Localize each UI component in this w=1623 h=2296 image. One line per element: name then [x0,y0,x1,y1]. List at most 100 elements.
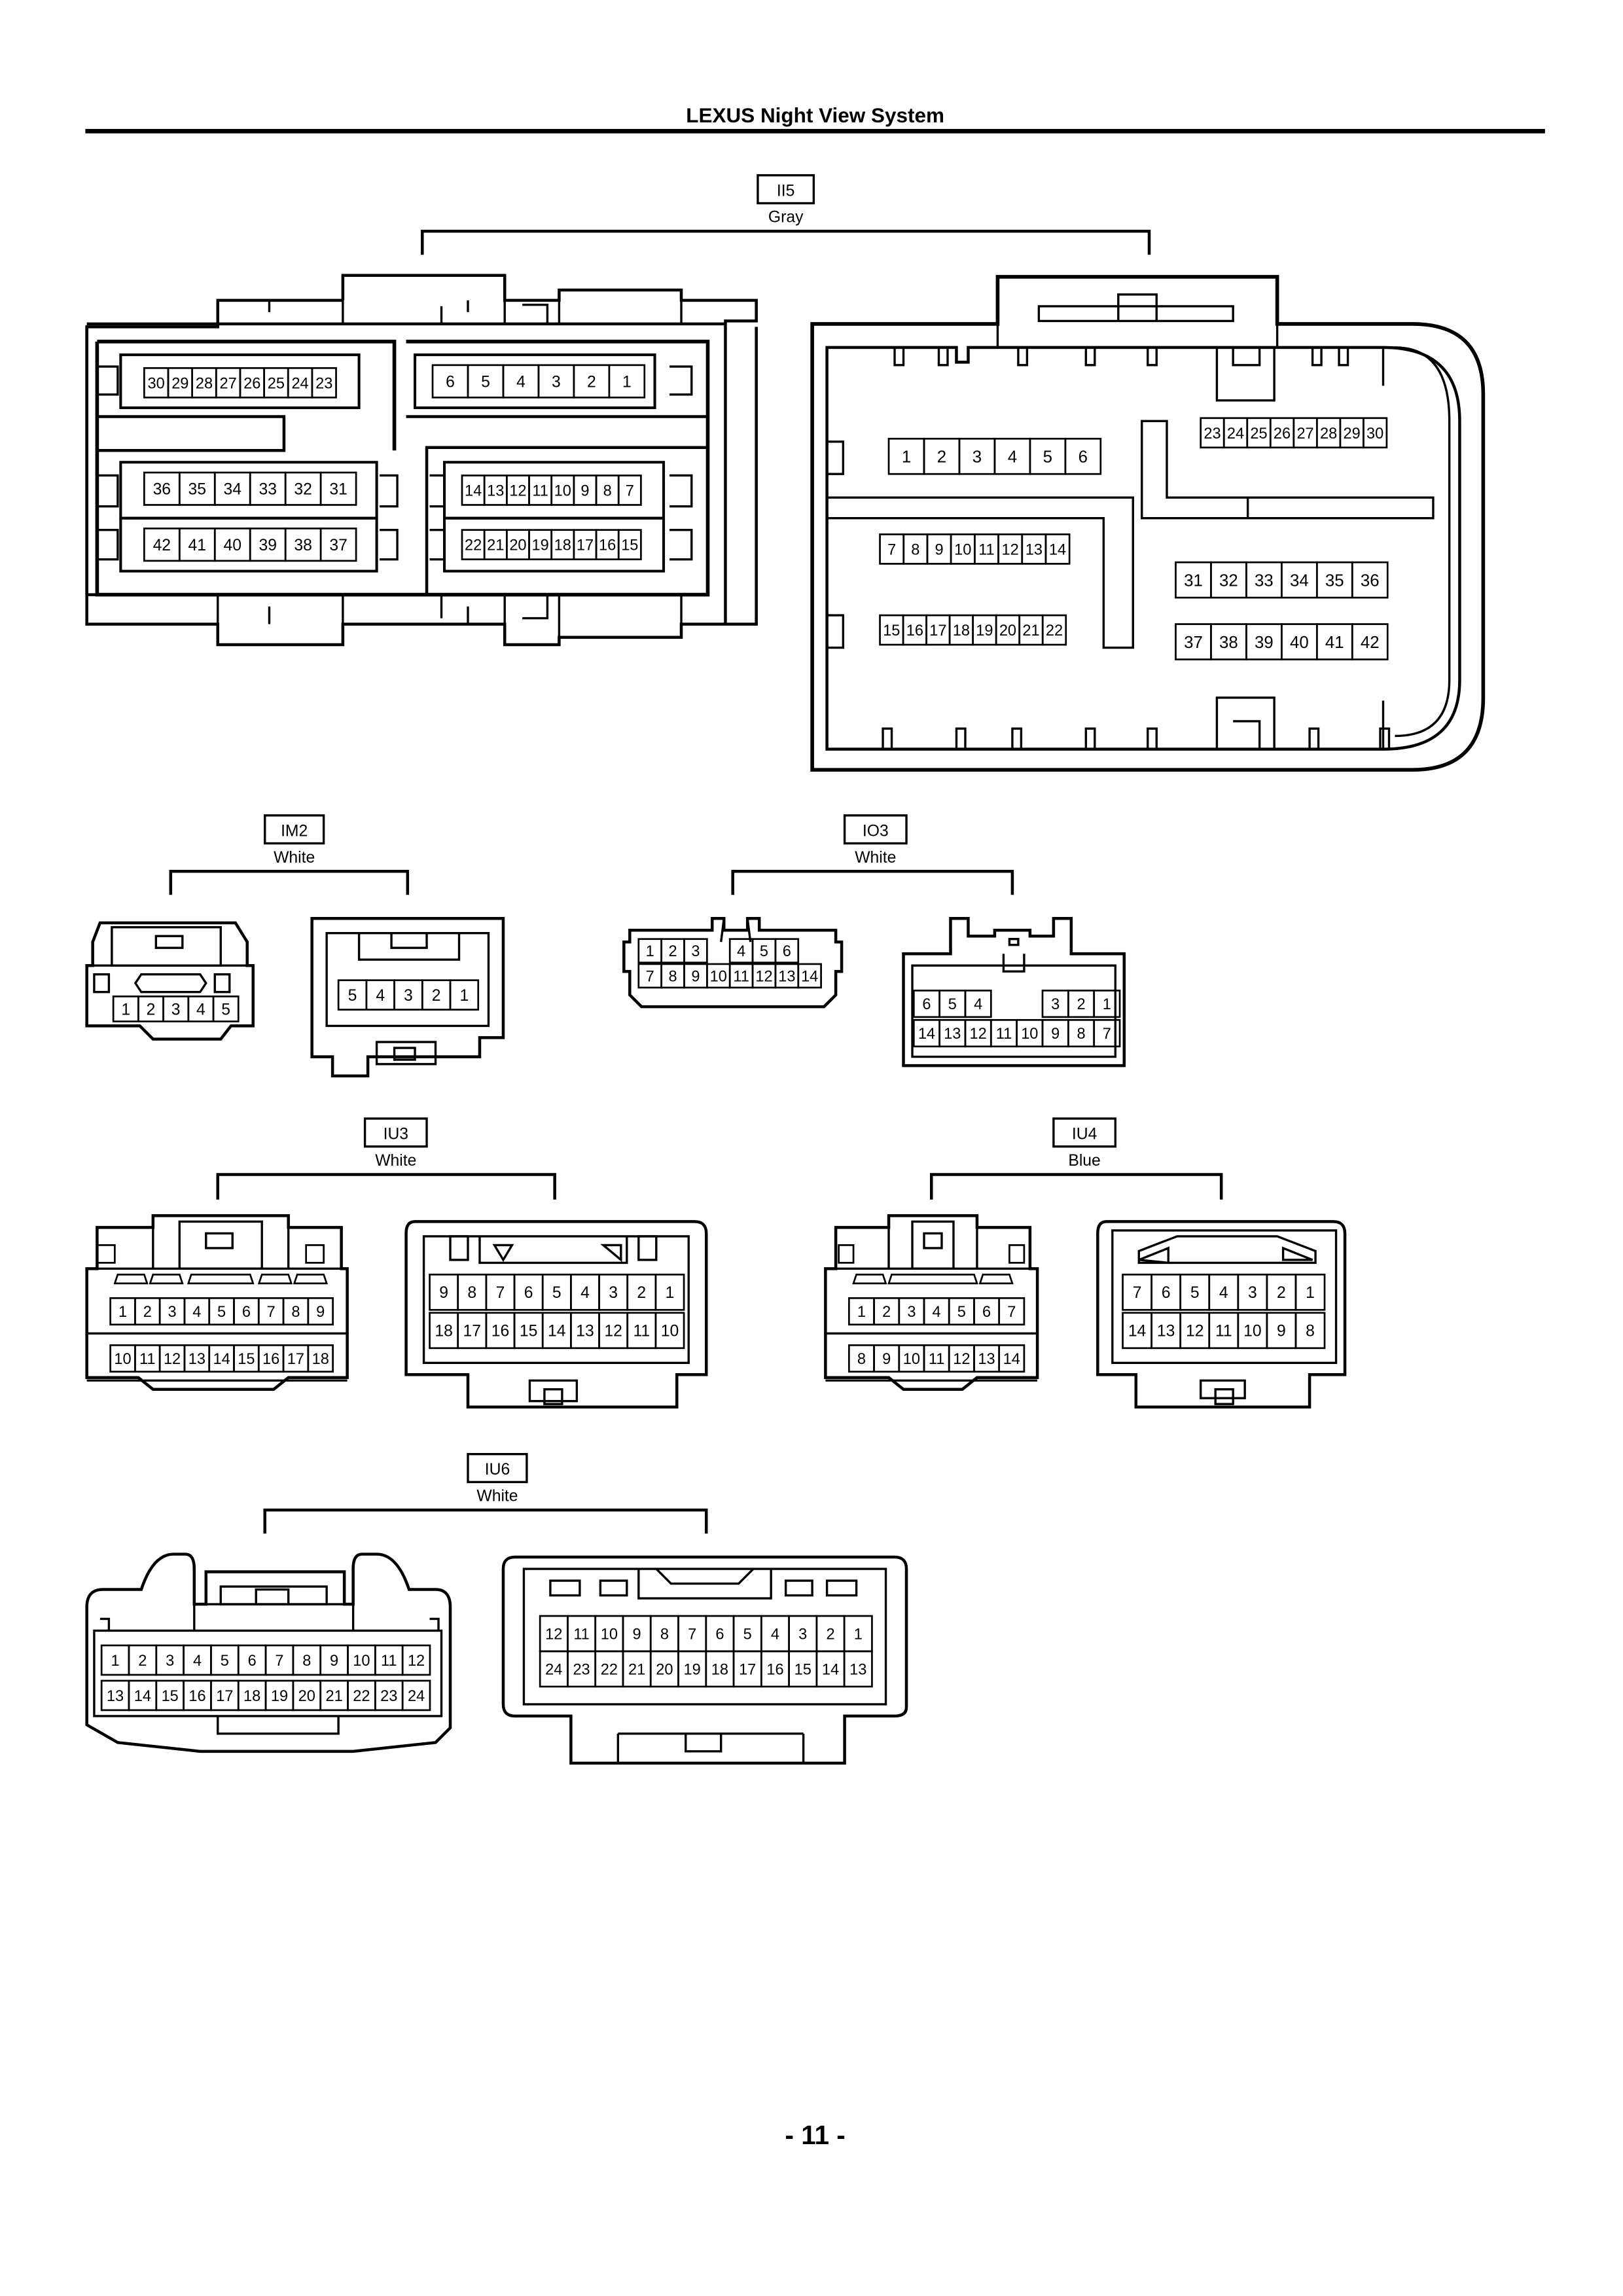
pin-number: 25 [268,375,285,392]
pin-number: 18 [243,1688,260,1705]
pin-number: 12 [408,1653,425,1670]
pin-number: 3 [404,987,413,1005]
pin-cavity [617,475,642,506]
pin-number: 2 [1277,1284,1286,1302]
pin-cavity [998,1297,1026,1326]
pin-number: 18 [435,1323,452,1340]
connector-color: Blue [1068,1152,1100,1170]
pin-number: 5 [552,1284,562,1302]
pin-number: 13 [188,1351,205,1368]
pin-number: 34 [1290,571,1309,590]
pin-number: 32 [1219,571,1238,590]
connector-bracket [263,1508,708,1534]
pin-number: 4 [1008,448,1017,467]
pin-number: 9 [691,968,700,985]
pin-number: 4 [933,1304,941,1321]
pin-number: 6 [524,1284,533,1302]
pin-number: 12 [953,1351,970,1368]
pin-cavity [1363,417,1388,449]
connector-label-IU3: IU3 White [216,1117,556,1200]
pin-number: 4 [516,373,526,391]
pin-cavity [212,996,240,1022]
pin-number: 26 [243,375,260,392]
pin-number: 37 [1184,634,1203,652]
pin-number: 20 [298,1688,315,1705]
pin-number: 11 [929,1351,945,1368]
pin-number: 4 [196,1001,205,1018]
pin-cavity [654,1274,685,1311]
pin-number: 21 [487,537,504,554]
pin-number: 5 [1043,448,1052,467]
pin-number: 8 [857,1351,866,1368]
pin-number: 34 [223,481,241,499]
pin-number: 13 [978,1351,995,1368]
pin-number: 5 [221,1653,229,1670]
pin-number: 9 [330,1653,338,1670]
pin-number: 24 [1227,425,1244,442]
pin-number: 19 [684,1661,701,1678]
pin-cavity [319,471,357,506]
pin-number: 7 [275,1653,283,1670]
latch-notch [1147,347,1158,367]
pin-number: 3 [609,1284,618,1302]
pin-number: 7 [267,1304,276,1321]
latch-notch [1308,727,1320,749]
pin-number: 2 [1077,996,1085,1013]
pin-number: 11 [381,1653,397,1670]
pin-number: 23 [1204,425,1221,442]
connector-label-IU4: IU4 Blue [929,1117,1223,1200]
pin-number: 15 [238,1351,255,1368]
pin-number: 8 [1306,1323,1315,1340]
pin-number: 3 [1051,996,1060,1013]
connector-bracket [929,1173,1223,1200]
pin-number: 10 [601,1626,618,1643]
connector-code-box [757,174,815,205]
connector-bracket [169,870,410,895]
pin-number: 38 [1219,634,1238,652]
pin-number: 40 [223,537,241,554]
pin-number: 8 [291,1304,300,1321]
connector-housing [810,275,1486,772]
pin-number: 2 [669,943,677,960]
pin-number: 8 [911,541,919,558]
pin-number: 15 [162,1688,179,1705]
pin-number: 4 [1219,1284,1228,1302]
pin-number: 9 [935,541,943,558]
pin-number: 42 [153,537,171,554]
pin-number: 32 [294,481,312,499]
pin-number: 3 [798,1626,807,1643]
pin-number: 41 [188,537,207,554]
connector-code-box [363,1117,428,1148]
connector-bracket [731,870,1014,895]
pin-number: 3 [907,1304,916,1321]
pin-cavity [1294,1312,1326,1350]
connector-code: II5 [777,182,794,200]
pin-number: 5 [948,996,957,1013]
latch-notch [1017,347,1029,367]
pin-number: 40 [1290,634,1309,652]
pin-number: 1 [857,1304,866,1321]
pin-number: 33 [259,481,277,499]
pin-number: 18 [711,1661,728,1678]
pin-number: 14 [1003,1351,1020,1368]
pin-number: 12 [509,482,526,499]
pin-number: 4 [192,1304,201,1321]
pin-number: 6 [783,943,791,960]
connector-code-box [1052,1117,1116,1148]
pin-number: 5 [743,1626,752,1643]
pin-number: 1 [1306,1284,1315,1302]
pin-number: 31 [329,481,348,499]
latch-notch [1379,727,1391,749]
pin-number: 6 [248,1653,257,1670]
pin-number: 7 [496,1284,505,1302]
connector-code: IU4 [1072,1126,1097,1143]
pin-number: 5 [1190,1284,1200,1302]
pin-cavity [1351,623,1389,660]
pin-number: 42 [1361,634,1380,652]
